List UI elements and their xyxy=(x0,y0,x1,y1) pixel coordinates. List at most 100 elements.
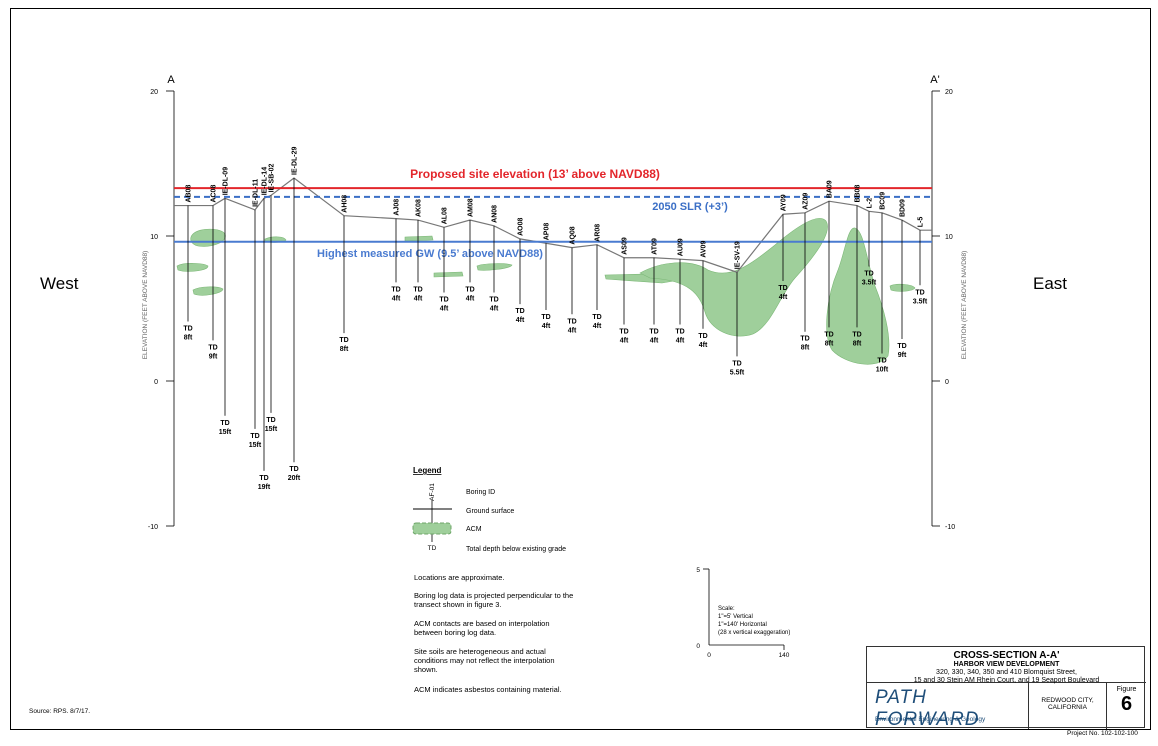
note: Boring log data is projected perpendicul… xyxy=(414,591,574,609)
boring-id: AP08 xyxy=(544,223,551,241)
total-depth-label: TD xyxy=(220,420,229,427)
total-depth-label: 3.5ft xyxy=(913,298,928,305)
scale-text: (28 x vertical exaggeration) xyxy=(718,630,790,636)
y-axis-title-right: ELEVATION (FEET ABOVE NAVD88) xyxy=(961,251,968,360)
total-depth-label: 8ft xyxy=(340,346,349,353)
source-note: Source: RPS. 8/7/17. xyxy=(29,708,91,715)
boring-id: BB08 xyxy=(855,185,862,203)
total-depth-label: 10ft xyxy=(876,366,889,373)
total-depth-label: TD xyxy=(259,475,268,482)
boring-id: AC08 xyxy=(211,185,218,203)
figure-number-box: Figure 6 xyxy=(1107,683,1146,729)
boring-id: IE-SB-02 xyxy=(269,164,276,193)
boring-id: AK08 xyxy=(416,199,423,217)
acm-zone xyxy=(433,271,464,278)
total-depth-label: TD xyxy=(732,360,741,367)
acm-zone xyxy=(190,228,226,247)
y-axis-title-left: ELEVATION (FEET ABOVE NAVD88) xyxy=(142,251,149,360)
y-tick-label: 0 xyxy=(945,379,949,386)
legend-item: Total depth below existing grade xyxy=(466,546,566,553)
boring-id: IE-SV-19 xyxy=(735,241,742,269)
total-depth-label: 4ft xyxy=(414,295,423,302)
total-depth-label: 3.5ft xyxy=(862,279,877,286)
scale-text: Scale: xyxy=(718,606,735,612)
boring-id: IE-DL-09 xyxy=(223,167,230,196)
y-tick-label: -10 xyxy=(945,524,955,531)
total-depth-label: TD xyxy=(208,344,217,351)
total-depth-label: TD xyxy=(439,297,448,304)
boring-id: AT09 xyxy=(652,238,659,255)
total-depth-label: 8ft xyxy=(184,335,193,342)
boring-id: AU09 xyxy=(678,238,685,256)
total-depth-label: 4ft xyxy=(650,337,659,344)
total-depth-label: 9ft xyxy=(209,353,218,360)
legend: Legend AF-01 TD Boring ID Ground surface… xyxy=(412,466,566,553)
total-depth-label: 8ft xyxy=(801,345,810,352)
boring-id: BD09 xyxy=(900,199,907,217)
total-depth-label: 9ft xyxy=(898,352,907,359)
west-label: West xyxy=(40,274,79,293)
groundwater-label: Highest measured GW (9.5’ above NAVD88) xyxy=(317,248,543,260)
location-city: REDWOOD CITY, xyxy=(1041,697,1094,704)
total-depth-label: 8ft xyxy=(853,340,862,347)
y-tick-label: 10 xyxy=(150,234,158,241)
scale-text: 1"=5' Vertical xyxy=(718,614,753,620)
acm-zone xyxy=(192,286,224,296)
total-depth-label: TD xyxy=(391,286,400,293)
boring-id: AB08 xyxy=(186,185,193,203)
boring-id: IE-DL-11 xyxy=(253,179,260,207)
total-depth-label: TD xyxy=(339,337,348,344)
boring-id: IE-DL-29 xyxy=(292,147,299,176)
scale-vertical-label: 5 xyxy=(696,567,700,574)
total-depth-label: TD xyxy=(675,328,684,335)
project-number: Project No. 102-102-100 xyxy=(1067,730,1138,737)
total-depth-label: TD xyxy=(183,326,192,333)
right-axis: A' 20 10 0 -10 ELEVATION (FEET ABOVE NAV… xyxy=(930,74,968,531)
boring-id: BA09 xyxy=(827,180,834,198)
total-depth-label: TD xyxy=(541,314,550,321)
total-depth-label: TD xyxy=(778,285,787,292)
legend-item: ACM xyxy=(466,526,482,533)
company-logo: PATH FORWARD Environmental Engineering &… xyxy=(867,683,1029,730)
total-depth-label: TD xyxy=(877,357,886,364)
total-depth-label: TD xyxy=(864,270,873,277)
acm-zone xyxy=(176,263,209,272)
title-section: CROSS-SECTION A-A' HARBOR VIEW DEVELOPME… xyxy=(867,647,1146,684)
total-depth-label: TD xyxy=(852,331,861,338)
total-depth-label: 4ft xyxy=(392,295,401,302)
total-depth-label: 4ft xyxy=(516,317,525,324)
acm-zone xyxy=(826,227,890,365)
total-depth-label: TD xyxy=(465,286,474,293)
total-depth-label: 4ft xyxy=(568,327,577,334)
proposed-elevation-label: Proposed site elevation (13’ above NAVD8… xyxy=(410,167,660,181)
total-depth-label: 4ft xyxy=(620,337,629,344)
project-name: HARBOR VIEW DEVELOPMENT xyxy=(953,661,1060,668)
total-depth-label: TD xyxy=(250,433,259,440)
figure-number: 6 xyxy=(1120,693,1133,715)
legend-acm-symbol xyxy=(412,522,452,535)
total-depth-label: 15ft xyxy=(265,426,278,433)
boring-id: AN08 xyxy=(492,205,499,223)
total-depth-label: 4ft xyxy=(490,306,499,313)
total-depth-label: 4ft xyxy=(466,295,475,302)
boring-id: AL08 xyxy=(442,207,449,224)
